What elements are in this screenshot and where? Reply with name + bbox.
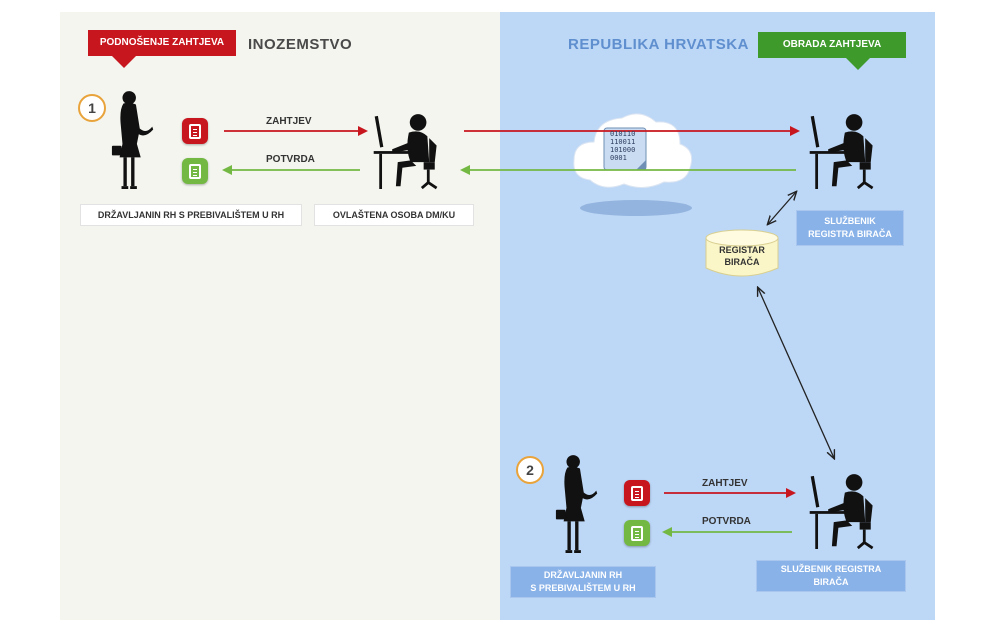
request-document-icon [182,118,208,144]
actor-label-citizen-2: DRŽAVLJANIN RH S PREBIVALIŠTEM U RH [510,566,656,598]
database-label-box: REGISTAR BIRAČA [706,230,778,276]
network-cloud [573,113,693,216]
clerk-figure-1 [808,112,874,191]
request-document-icon [624,480,650,506]
official-figure-1 [372,112,439,191]
actor-label-official-1: OVLAŠTENA OSOBA DM/KU [314,204,474,226]
region-title-croatia: REPUBLIKA HRVATSKA [568,36,749,53]
confirmation-document-icon [182,158,208,184]
step-1-badge: 1 [78,94,106,122]
actor-label-clerk-1: SLUŽBENIK REGISTRA BIRAČA [796,210,904,246]
actor-label-citizen-1: DRŽAVLJANIN RH S PREBIVALIŠTEM U RH [80,204,302,226]
arrow-label-request-2: ZAHTJEV [702,478,748,489]
actor-label-clerk-2: SLUŽBENIK REGISTRA BIRAČA [756,560,906,592]
clerk-registry-link-2 [758,288,834,458]
submission-banner: PODNOŠENJE ZAHTJEVA [88,30,236,68]
arrow-label-request-1: ZAHTJEV [266,116,312,127]
binary-data-text: 010110 110011 101000 0001 [610,130,636,162]
processing-banner: OBRADA ZAHTJEVA [758,32,906,70]
clerk-figure-2 [808,472,874,551]
clerk-registry-link-1 [768,192,796,224]
arrow-label-confirmation-1: POTVRDA [266,154,315,165]
cloud-data-packet: 010110 110011 101000 0001 [572,108,682,204]
voter-registry-database [705,229,779,277]
confirmation-document-icon [624,520,650,546]
step-2-badge: 2 [516,456,544,484]
arrow-label-confirmation-2: POTVRDA [702,516,751,527]
citizen-figure-2 [555,455,598,553]
database-label: REGISTAR BIRAČA [719,245,765,267]
region-title-abroad: INOZEMSTVO [248,36,353,53]
citizen-figure-1 [111,91,154,189]
